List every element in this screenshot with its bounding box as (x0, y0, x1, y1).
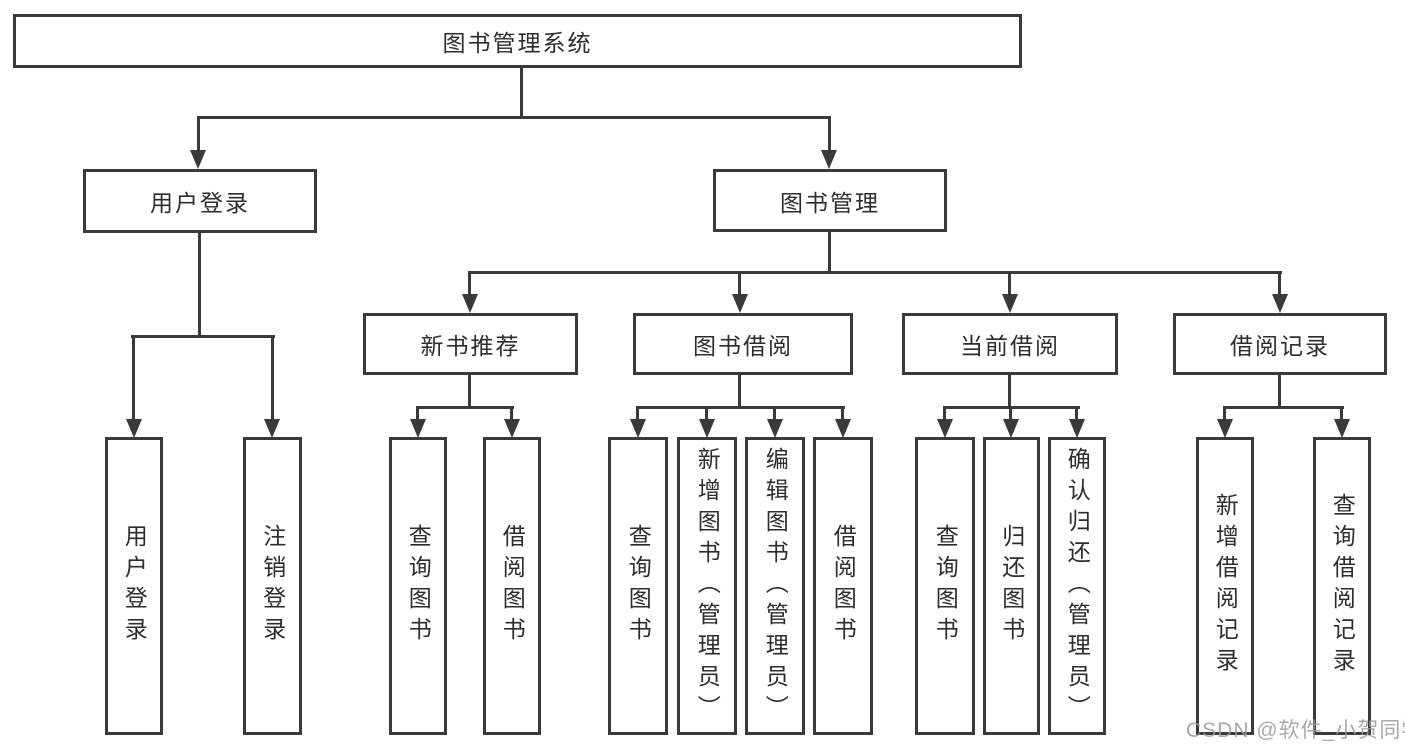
arrow-down-icon (699, 419, 715, 438)
arrow-down-icon (937, 419, 953, 438)
connector-hline (198, 116, 831, 119)
arrow-down-icon (264, 419, 280, 438)
connector-vline (828, 231, 831, 274)
node-root-label: 图书管理系统 (442, 30, 593, 56)
connector-vline (1009, 406, 1012, 422)
leaf-query-books-recommend-label: 查询图书 (405, 524, 432, 648)
connector-vline (1008, 374, 1011, 409)
leaf-query-books-current-label: 查询图书 (932, 524, 959, 648)
connector-vline (197, 116, 200, 154)
connector-vline (828, 116, 831, 154)
connector-vline (738, 271, 741, 297)
arrow-down-icon (630, 419, 646, 438)
connector-vline (198, 232, 201, 338)
arrow-down-icon (126, 419, 142, 438)
arrow-down-icon (1272, 294, 1288, 313)
arrow-down-icon (767, 419, 783, 438)
connector-hline (468, 271, 1282, 274)
arrow-down-icon (835, 419, 851, 438)
connector-vline (520, 67, 523, 118)
connector-vline (841, 406, 844, 422)
connector-vline (773, 406, 776, 422)
connector-vline (468, 271, 471, 297)
leaf-query-books-current: 查询图书 (915, 437, 975, 735)
connector-vline (1340, 406, 1343, 422)
connector-vline (1223, 406, 1226, 422)
arrow-down-icon (504, 419, 520, 438)
node-borrow-records-label: 借阅记录 (1230, 333, 1330, 359)
node-user-login: 用户登录 (83, 169, 317, 233)
arrow-down-icon (732, 294, 748, 313)
leaf-add-book-admin-label: 新增图书（管理员） (694, 446, 721, 726)
node-root: 图书管理系统 (13, 14, 1022, 68)
connector-vline (943, 406, 946, 422)
node-book-borrow: 图书借阅 (633, 313, 853, 375)
connector-vline (271, 335, 274, 422)
connector-vline (132, 335, 135, 422)
node-book-management: 图书管理 (713, 169, 947, 232)
node-new-book-recommend: 新书推荐 (363, 313, 578, 375)
leaf-add-borrow-record-label: 新增借阅记录 (1212, 493, 1239, 679)
connector-vline (468, 374, 471, 409)
leaf-add-book-admin: 新增图书（管理员） (677, 437, 737, 735)
node-borrow-records: 借阅记录 (1173, 313, 1387, 375)
connector-vline (1278, 271, 1281, 297)
leaf-edit-book-admin-label: 编辑图书（管理员） (762, 446, 789, 726)
node-user-login-label: 用户登录 (150, 190, 250, 216)
leaf-query-borrow-record: 查询借阅记录 (1313, 437, 1371, 735)
leaf-confirm-return-admin: 确认归还（管理员） (1048, 437, 1106, 735)
arrow-down-icon (1334, 419, 1350, 438)
leaf-user-login: 用户登录 (105, 437, 163, 735)
connector-vline (1075, 406, 1078, 422)
leaf-query-books-recommend: 查询图书 (389, 437, 447, 735)
csdn-watermark: CSDN @软件_小贺同学 (1186, 719, 1405, 742)
leaf-edit-book-admin: 编辑图书（管理员） (745, 437, 805, 735)
leaf-return-book-label: 归还图书 (998, 524, 1025, 648)
connector-hline (636, 406, 845, 409)
node-new-book-recommend-label: 新书推荐 (420, 333, 521, 359)
arrow-down-icon (821, 150, 837, 169)
leaf-query-borrow-record-label: 查询借阅记录 (1329, 493, 1356, 679)
leaf-borrow-books-label: 借阅图书 (830, 524, 857, 648)
arrow-down-icon (1002, 294, 1018, 313)
connector-vline (1278, 374, 1281, 409)
leaf-logout-label: 注销登录 (259, 524, 286, 648)
connector-vline (1008, 271, 1011, 297)
node-book-borrow-label: 图书借阅 (693, 333, 793, 359)
leaf-add-borrow-record: 新增借阅记录 (1196, 437, 1254, 735)
leaf-borrow-books-recommend: 借阅图书 (483, 437, 541, 735)
arrow-down-icon (190, 150, 206, 169)
leaf-confirm-return-admin-label: 确认归还（管理员） (1064, 446, 1091, 726)
arrow-down-icon (1003, 419, 1019, 438)
leaf-borrow-books: 借阅图书 (813, 437, 873, 735)
node-current-borrow: 当前借阅 (902, 313, 1118, 375)
connector-vline (416, 406, 419, 422)
connector-hline (1223, 406, 1344, 409)
connector-vline (636, 406, 639, 422)
node-current-borrow-label: 当前借阅 (960, 333, 1060, 359)
leaf-logout: 注销登录 (243, 437, 302, 735)
arrow-down-icon (462, 294, 478, 313)
leaf-return-book: 归还图书 (983, 437, 1040, 735)
arrow-down-icon (1217, 419, 1233, 438)
leaf-borrow-books-recommend-label: 借阅图书 (499, 524, 526, 648)
arrow-down-icon (1069, 419, 1085, 438)
leaf-user-login-label: 用户登录 (121, 524, 148, 648)
node-book-management-label: 图书管理 (780, 189, 880, 216)
connector-hline (131, 335, 275, 338)
leaf-query-books-borrow: 查询图书 (608, 437, 668, 735)
connector-vline (738, 374, 741, 409)
connector-hline (416, 406, 514, 409)
leaf-query-books-borrow-label: 查询图书 (625, 524, 652, 648)
connector-vline (510, 406, 513, 422)
arrow-down-icon (410, 419, 426, 438)
connector-vline (705, 406, 708, 422)
